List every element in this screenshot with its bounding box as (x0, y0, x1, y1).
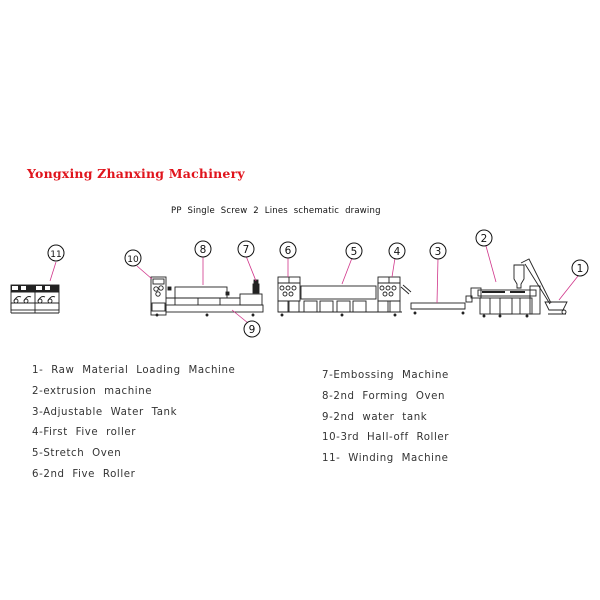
water-tank (410, 295, 473, 315)
svg-text:5: 5 (351, 246, 358, 258)
second-water-tank (155, 293, 264, 317)
drawing-subtitle: PP Single Screw 2 Lines schematic drawin… (171, 206, 381, 216)
legend-item: 7-Embossing Machine (322, 370, 449, 381)
svg-text:2: 2 (481, 233, 488, 245)
legend-item: 8-2nd Forming Oven (322, 390, 446, 402)
svg-text:8: 8 (200, 244, 207, 256)
legend-item: 9-2nd water tank (322, 411, 428, 423)
callout-1 (571, 259, 589, 277)
first-five-roller (377, 276, 412, 313)
callout-circles (47, 229, 589, 338)
callout-5 (345, 242, 363, 260)
brand-title: Yongxing Zhanxing Machinery (27, 166, 245, 181)
legend-right: 7-Embossing Machine 8-2nd Forming Oven 9… (322, 366, 449, 470)
winding-machine (10, 284, 60, 314)
svg-text:6: 6 (285, 245, 292, 257)
callout-3 (429, 242, 447, 260)
haul-off-roller (150, 276, 167, 316)
callout-9 (243, 320, 261, 338)
extruder (470, 264, 541, 318)
callout-7 (237, 240, 255, 258)
legend-item: 1- Raw Material Loading Machine (32, 365, 236, 376)
callout-8 (194, 240, 212, 258)
svg-text:4: 4 (394, 246, 401, 258)
second-five-roller (277, 276, 301, 313)
svg-text:1: 1 (577, 263, 584, 275)
legend-item: 6-2nd Five Roller (32, 468, 136, 480)
legend-item: 2-extrusion machine (32, 385, 153, 397)
forming-oven (167, 286, 230, 305)
svg-text:11: 11 (50, 250, 61, 260)
legend-item: 11- Winding Machine (322, 453, 449, 465)
callout-4 (388, 242, 406, 260)
leader-lines (49, 245, 579, 324)
svg-text:10: 10 (127, 255, 139, 265)
legend-item: 10-3rd Hall-off Roller (322, 432, 450, 444)
callout-6 (279, 241, 297, 259)
callout-2 (475, 229, 493, 247)
callout-11 (47, 244, 65, 262)
svg-text:7: 7 (243, 244, 250, 256)
legend-item: 4-First Five roller (32, 427, 137, 439)
raw-material-loader (520, 258, 568, 315)
svg-text:9: 9 (249, 324, 256, 336)
legend-item: 5-Stretch Oven (32, 448, 122, 460)
legend-item: 3-Adjustable Water Tank (32, 406, 178, 418)
svg-text:3: 3 (435, 246, 442, 258)
embossing-machine (252, 279, 260, 294)
callout-10 (124, 249, 142, 267)
legend-left: 1- Raw Material Loading Machine 2-extrus… (32, 361, 235, 486)
